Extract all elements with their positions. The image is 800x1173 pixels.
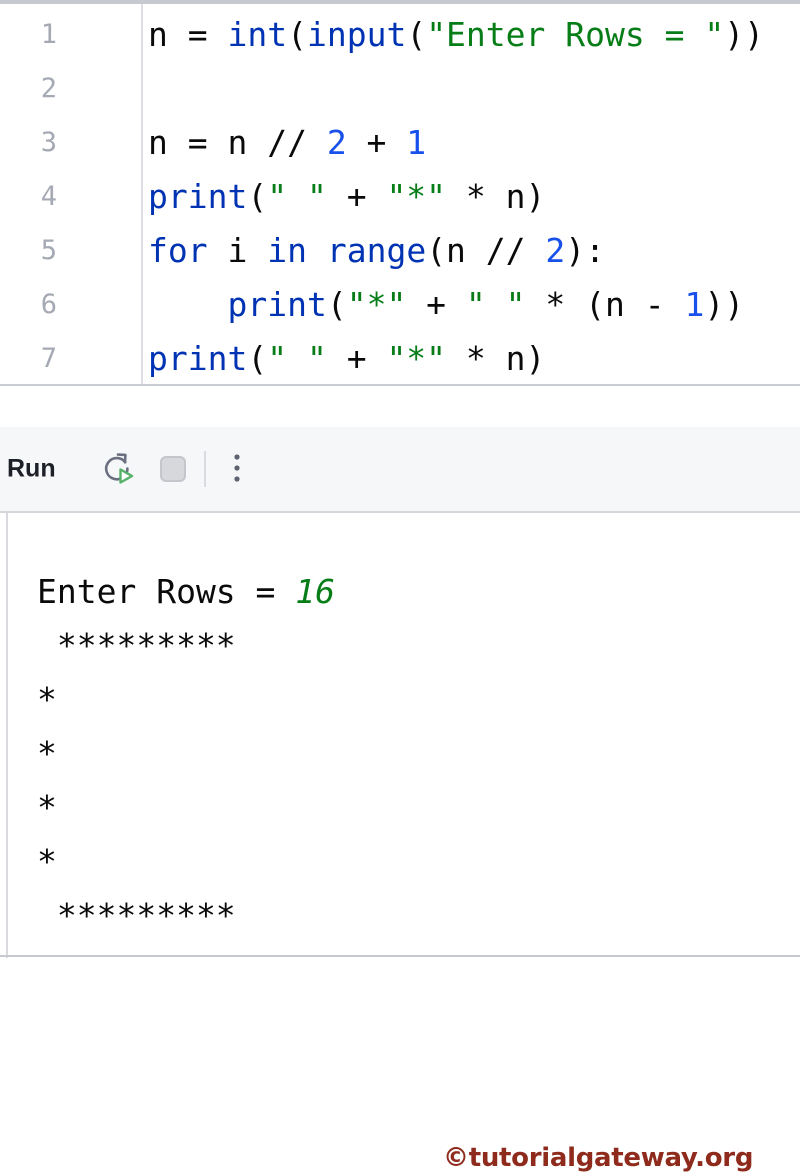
line-number: 6 <box>40 288 57 320</box>
stop-button[interactable] <box>160 456 186 482</box>
code-token: ( <box>326 284 347 324</box>
code-token: int <box>227 14 288 54</box>
console-user-input: 16 <box>295 572 336 611</box>
code-token: )) <box>704 284 745 324</box>
code-token: " " <box>267 176 327 216</box>
console-prompt: Enter Rows = <box>37 572 296 611</box>
line-number: 4 <box>40 180 57 212</box>
code-token: "*" <box>386 176 447 216</box>
code-token: "Enter Rows = " <box>426 14 725 54</box>
line-number: 2 <box>40 72 57 104</box>
code-token: "*" <box>346 284 407 324</box>
code-line-6: 6 print("*" + " " * (n - 1)) <box>0 277 800 331</box>
line-number: 5 <box>40 234 57 266</box>
code-text: n = int(input("Enter Rows = ")) <box>57 15 764 54</box>
code-token: 2 <box>326 122 347 162</box>
console-output-line: ********* <box>37 626 236 665</box>
code-token: + <box>406 284 466 324</box>
code-token: "*" <box>386 338 447 378</box>
code-text: n = n // 2 + 1 <box>57 123 426 162</box>
gutter-separator <box>141 4 143 384</box>
rerun-button[interactable] <box>101 450 137 486</box>
code-token: * n) <box>446 338 546 378</box>
code-token: * (n - <box>525 284 685 324</box>
console-output-line: ********* <box>37 896 236 935</box>
code-token: i <box>207 230 268 270</box>
code-token: 1 <box>684 284 705 324</box>
code-token: in <box>267 230 307 270</box>
console-prompt-line: Enter Rows = 16 <box>37 565 335 619</box>
code-text: for i in range(n // 2): <box>57 231 605 270</box>
code-token: + <box>326 176 387 216</box>
toolbar-divider <box>204 451 206 487</box>
code-token: range <box>326 230 427 270</box>
code-token: print <box>148 176 248 216</box>
more-options-icon <box>227 454 247 489</box>
code-token <box>148 285 227 324</box>
code-token: ( <box>247 338 268 378</box>
code-token: for <box>148 230 208 270</box>
code-token: n = n // <box>148 122 327 162</box>
console-left-border <box>6 513 8 958</box>
rerun-icon <box>101 453 137 489</box>
code-line-2: 2 <box>0 61 800 115</box>
code-token: input <box>306 14 407 54</box>
window-top-border <box>0 0 800 4</box>
run-toolbar: Run <box>0 427 800 513</box>
run-tool-window-label: Run <box>7 454 56 483</box>
more-options-button[interactable] <box>227 452 247 486</box>
console-output-line: * <box>37 788 57 827</box>
code-token: )) <box>724 14 764 54</box>
code-token: ( <box>287 14 307 54</box>
code-token: + <box>346 122 407 162</box>
console-output-line: * <box>37 734 57 773</box>
code-token: ( <box>247 176 268 216</box>
console-output-line: * <box>37 680 57 719</box>
code-token <box>307 231 327 270</box>
code-token: + <box>326 338 387 378</box>
line-number: 7 <box>40 342 57 374</box>
window-bottom-border <box>0 955 800 957</box>
code-text: print("*" + " " * (n - 1)) <box>57 285 744 324</box>
code-token: print <box>148 338 248 378</box>
code-text: print(" " + "*" * n) <box>57 177 545 216</box>
code-token: * n) <box>446 176 546 216</box>
line-number: 1 <box>40 18 57 50</box>
code-token: 1 <box>406 122 427 162</box>
code-token: 2 <box>545 230 566 270</box>
console-output-line: * <box>37 842 57 881</box>
code-token: ): <box>565 230 606 270</box>
console-output: Enter Rows = 16 ************* ********* <box>0 513 335 943</box>
code-text: print(" " + "*" * n) <box>57 339 545 378</box>
code-token: " " <box>267 338 327 378</box>
watermark: ©tutorialgateway.org <box>443 1143 754 1173</box>
line-number: 3 <box>40 126 57 158</box>
run-console-pane[interactable]: Enter Rows = 16 ************* ********* … <box>0 513 800 1173</box>
code-token: " " <box>465 284 526 324</box>
code-token: ( <box>406 14 427 54</box>
code-token: n = <box>148 14 228 54</box>
code-token: print <box>227 284 327 324</box>
code-token: (n // <box>426 230 546 270</box>
